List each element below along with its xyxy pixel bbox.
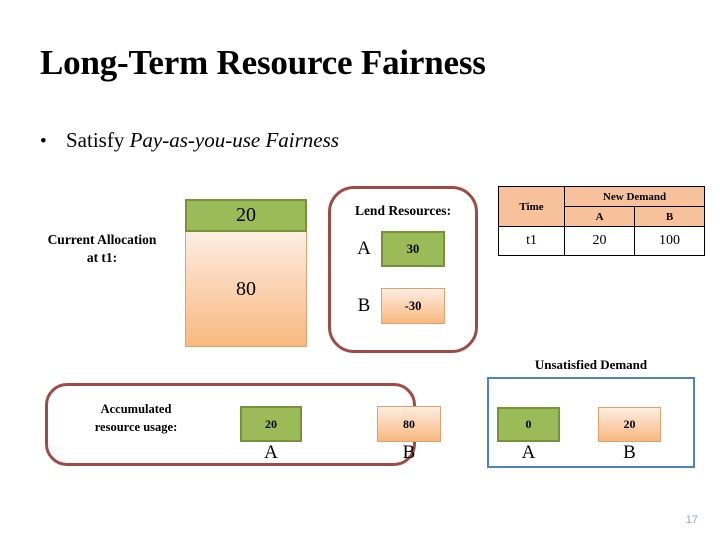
current-allocation-label-line1: Current Allocation [47,232,157,247]
accumulated-usage-label: Accumulated resource usage: [66,401,206,436]
bullet-line: • Satisfy Pay-as-you-use Fairness [40,128,339,154]
table-header-row-2: A B [499,206,706,227]
current-allocation-label: Current Allocation at t1: [22,231,182,267]
bullet-text-emphasis: Pay-as-you-use Fairness [129,128,339,152]
table-header-row-1: Time New Demand [497,186,705,227]
lend-resources-title: Lend Resources: [354,203,452,218]
table-cell-demand-a: 20 [564,226,635,256]
accumulated-usage-value-a: 20 [240,406,302,442]
lend-row-a: A 30 [347,230,467,268]
current-allocation-label-line2: at t1: [86,250,118,266]
accumulated-usage-group-b: 80 B [377,406,441,463]
accumulated-usage-value-b: 80 [377,406,441,442]
allocation-block-lent: 20 [185,199,307,232]
unsatisfied-demand-value-b: 20 [598,407,661,442]
lend-row-b-value: -30 [381,288,445,324]
page-title: Long-Term Resource Fairness [40,43,486,82]
bullet-marker-icon: • [40,131,47,152]
table-header-new-demand: New Demand [564,186,705,207]
current-allocation-stack: 20 80 [185,199,307,347]
unsatisfied-demand-group-b: 20 B [598,407,661,463]
accumulated-usage-panel: Accumulated resource usage: 20 A 80 B [45,383,441,466]
lend-row-b-key: B [357,295,371,316]
allocation-block-used: 80 [185,232,307,347]
unsatisfied-demand-value-a: 0 [497,407,560,442]
accumulated-usage-label-line1: Accumulated [100,402,172,416]
page-number: 17 [685,514,698,526]
table-header-a: A [564,206,635,227]
table-header-b: B [633,206,706,227]
accumulated-usage-key-b: B [402,442,416,463]
unsatisfied-demand-key-a: A [521,442,536,463]
lend-row-a-key: A [357,238,371,259]
accumulated-usage-label-line2: resource usage: [94,419,178,434]
unsatisfied-demand-key-b: B [623,442,636,463]
accumulated-usage-group-a: 20 A [240,406,302,463]
unsatisfied-demand-title: Unsatisfied Demand [534,357,648,372]
lend-row-b: B -30 [347,287,467,325]
bullet-text-plain: Satisfy [66,128,130,152]
table-row: t1 20 100 [497,226,706,256]
table-cell-demand-b: 100 [633,226,706,256]
new-demand-table: Time New Demand A B t1 20 100 [497,186,706,256]
accumulated-usage-key-a: A [264,442,278,463]
table-cell-time: t1 [497,226,566,256]
lend-resources-panel: Lend Resources: A 30 B -30 [328,186,478,353]
unsatisfied-demand-group-a: 0 A [497,407,560,463]
lend-row-a-value: 30 [381,231,445,267]
table-header-time: Time [497,186,566,227]
